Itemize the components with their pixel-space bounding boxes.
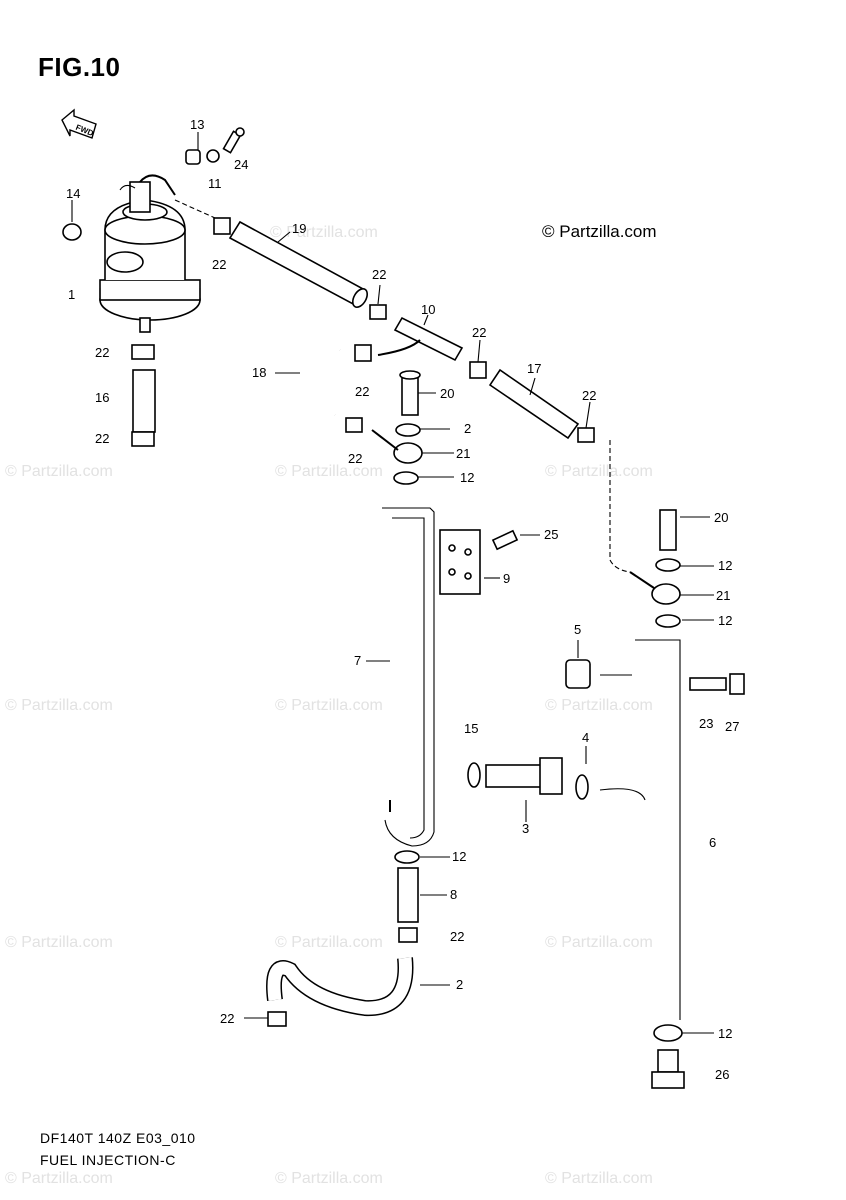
fuel-hose-17[interactable]: [488, 368, 580, 440]
callout-label: 16: [95, 390, 109, 405]
callout-label: 20: [440, 386, 454, 401]
model-code: DF140T 140Z E03_010: [40, 1130, 196, 1146]
bolt[interactable]: [491, 529, 519, 551]
hose-clamp[interactable]: [267, 1011, 287, 1027]
callout-label: 26: [715, 1067, 729, 1082]
callout-label: 20: [714, 510, 728, 525]
washer[interactable]: [394, 850, 420, 864]
watermark: © Partzilla.com: [275, 463, 383, 480]
union-bolt[interactable]: [399, 370, 421, 416]
callout-label: 12: [452, 849, 466, 864]
callout-label: 22: [582, 388, 596, 403]
callout-label: 22: [95, 431, 109, 446]
callout-label: 10: [421, 302, 435, 317]
callout-label: 22: [220, 1011, 234, 1026]
pressure-fitting[interactable]: [689, 673, 745, 695]
callout-label: 7: [354, 653, 361, 668]
copyright-notice: © Partzilla.com: [542, 222, 657, 241]
fuel-injector[interactable]: [467, 757, 589, 800]
watermark: © Partzilla.com: [5, 1170, 113, 1187]
callout-label: 22: [450, 929, 464, 944]
watermark: © Partzilla.com: [545, 463, 653, 480]
hose-clamp[interactable]: [354, 344, 487, 379]
callout-label: 11: [208, 176, 222, 191]
watermark: © Partzilla.com: [5, 697, 113, 714]
callout-label: 4: [582, 730, 589, 745]
callout-label: 27: [725, 719, 739, 734]
callout-label: 18: [252, 365, 266, 380]
grommet[interactable]: [62, 223, 82, 241]
drain-bolt[interactable]: [651, 1049, 685, 1089]
callout-label: 22: [355, 384, 369, 399]
callout-label: 12: [718, 613, 732, 628]
fuel-hose-18[interactable]: [293, 342, 342, 421]
callout-label: 12: [460, 470, 474, 485]
callout-label: 22: [95, 345, 109, 360]
callout-label: 24: [234, 157, 248, 172]
watermark: © Partzilla.com: [545, 1170, 653, 1187]
watermark: © Partzilla.com: [275, 1170, 383, 1187]
hose-clamp[interactable]: [345, 417, 363, 433]
callout-label: 2: [464, 421, 471, 436]
watermark: © Partzilla.com: [270, 224, 378, 241]
callout-label: 22: [372, 267, 386, 282]
callout-label: 12: [718, 1026, 732, 1041]
callout-label: 22: [212, 257, 226, 272]
washer[interactable]: [653, 1024, 683, 1042]
figure-title: FIG.10: [38, 52, 121, 82]
watermark: © Partzilla.com: [545, 934, 653, 951]
hose-clamp[interactable]: [213, 217, 387, 320]
callout-label: 9: [503, 571, 510, 586]
callout-label: 19: [292, 221, 306, 236]
hose-clamp[interactable]: [398, 927, 418, 943]
washer[interactable]: [393, 423, 421, 485]
bolt-assembly[interactable]: [185, 127, 245, 165]
bracket[interactable]: [439, 529, 481, 595]
callout-label: 8: [450, 887, 457, 902]
callout-label: 17: [527, 361, 541, 376]
callouts: 1 2 2 3 4 5 6 7 8 9 10 11 12 12 12 12 12…: [66, 117, 739, 1082]
callout-label: 5: [574, 622, 581, 637]
fuel-return-pipe[interactable]: [635, 639, 681, 1020]
callout-label: 22: [472, 325, 486, 340]
section-name: FUEL INJECTION-C: [40, 1152, 176, 1168]
callout-label: 3: [522, 821, 529, 836]
fuel-hose-2[interactable]: [266, 957, 414, 1017]
fuel-delivery-pipe[interactable]: [382, 507, 435, 847]
callout-label: 15: [464, 721, 478, 736]
watermark: © Partzilla.com: [5, 934, 113, 951]
fuel-damper[interactable]: [565, 659, 591, 689]
callout-label: 22: [348, 451, 362, 466]
callout-label: 21: [716, 588, 730, 603]
watermark: © Partzilla.com: [275, 934, 383, 951]
callout-label: 12: [718, 558, 732, 573]
callout-label: 6: [709, 835, 716, 850]
callout-label: 2: [456, 977, 463, 992]
callout-label: 14: [66, 186, 80, 201]
hose-fitting[interactable]: [397, 867, 419, 923]
callout-label: 25: [544, 527, 558, 542]
callout-label: 23: [699, 716, 713, 731]
union-bolt[interactable]: [659, 509, 677, 551]
fuel-hose-16[interactable]: [132, 369, 156, 433]
fuel-hose-19[interactable]: [228, 220, 370, 310]
union-fitting[interactable]: [629, 571, 681, 605]
callout-label: 13: [190, 117, 204, 132]
hose-clamp[interactable]: [131, 344, 155, 447]
watermark: © Partzilla.com: [545, 697, 653, 714]
hose-clamp[interactable]: [577, 427, 595, 443]
forward-direction-arrow: FWD: [61, 108, 97, 139]
fuel-filter[interactable]: [99, 174, 201, 333]
fuel-hose-10[interactable]: [377, 316, 464, 362]
callout-label: 1: [68, 287, 75, 302]
watermark: © Partzilla.com: [275, 697, 383, 714]
callout-label: 21: [456, 446, 470, 461]
washer[interactable]: [655, 558, 681, 628]
watermark: © Partzilla.com: [5, 463, 113, 480]
